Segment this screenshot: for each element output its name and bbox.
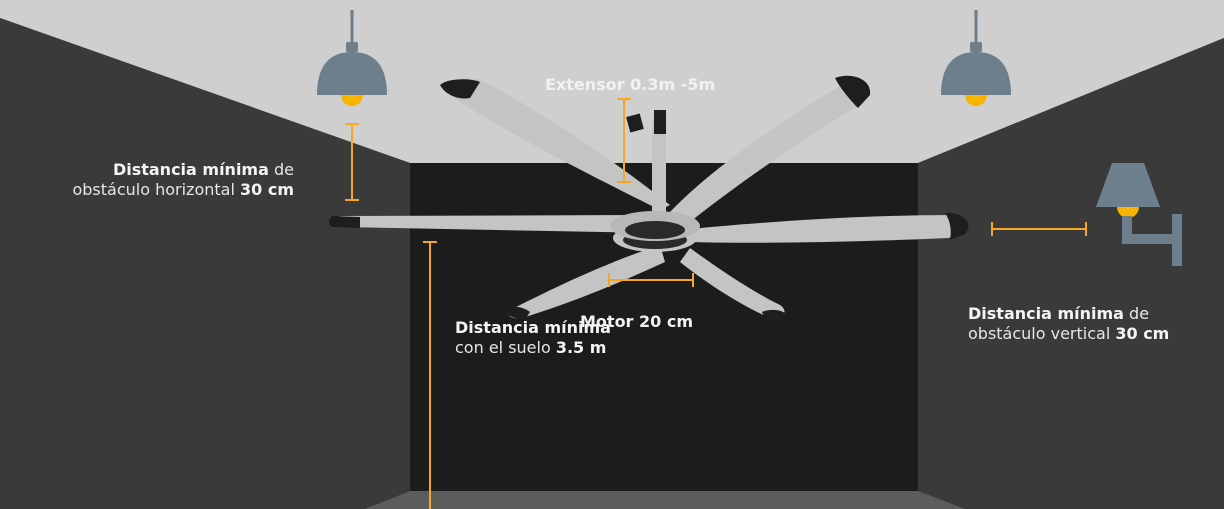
ceiling	[0, 0, 1224, 163]
floor	[365, 491, 965, 509]
floor-distance-value: 3.5 m	[555, 338, 607, 357]
right-wall	[918, 38, 1224, 509]
pendant-lamp-icon	[941, 10, 1011, 106]
vertical-obstacle-line2: obstáculo vertical	[968, 324, 1116, 343]
measure-extensor	[617, 98, 631, 183]
floor-distance-bold: Distancia mínima	[455, 318, 611, 337]
horizontal-obstacle-bold: Distancia mínima	[112, 160, 269, 179]
horizontal-obstacle-label: Distancia mínima de obstáculo horizontal…	[72, 160, 294, 200]
measure-vertical-obstacle	[991, 222, 1087, 236]
left-wall	[0, 18, 410, 509]
ceiling-fan-icon	[329, 75, 969, 323]
vertical-obstacle-value: 30 cm	[1115, 324, 1170, 343]
measure-horizontal-obstacle	[345, 123, 359, 201]
horizontal-obstacle-value: 30 cm	[240, 180, 294, 199]
motor-label: Motor 20 cm	[580, 312, 694, 331]
measure-floor	[423, 241, 437, 509]
pendant-lamp-icon	[317, 10, 387, 106]
floor-distance-line2: con el suelo	[455, 338, 556, 357]
wall-sconce-icon	[1096, 163, 1182, 266]
horizontal-obstacle-line2: obstáculo horizontal	[72, 180, 240, 199]
vertical-obstacle-line1: de	[1123, 304, 1150, 323]
vertical-obstacle-bold: Distancia mínima	[968, 304, 1124, 323]
vertical-obstacle-label: Distancia mínima de obstáculo vertical 3…	[968, 304, 1169, 344]
measure-motor	[608, 273, 694, 287]
floor-distance-label: Distancia mínima con el suelo 3.5 m	[455, 318, 611, 358]
extensor-label: Extensor 0.3m -5m	[545, 75, 716, 94]
horizontal-obstacle-line1: de	[268, 160, 294, 179]
